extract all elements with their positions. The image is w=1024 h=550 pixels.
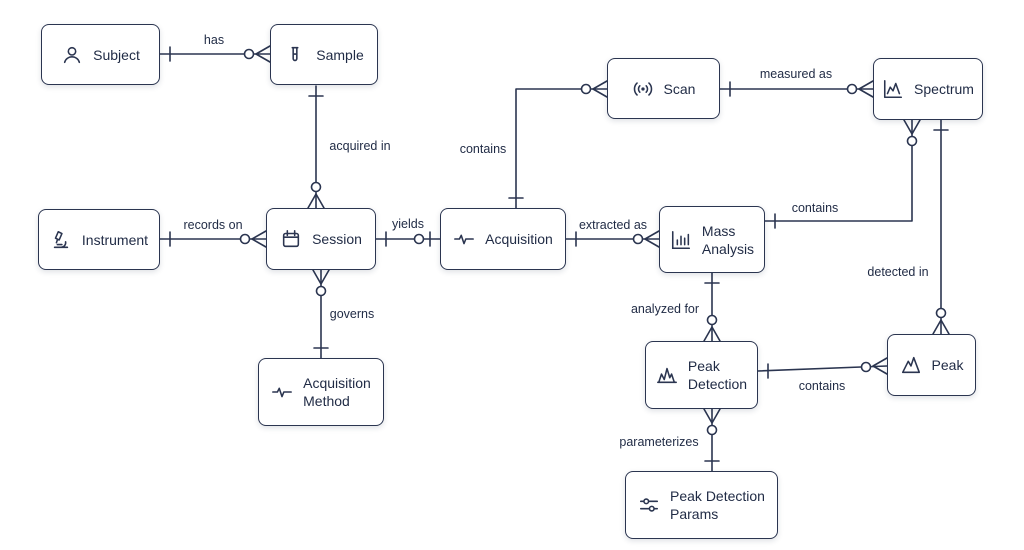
entity-mass-analysis[interactable]: Mass Analysis — [659, 206, 765, 273]
sliders-icon — [639, 498, 659, 512]
entity-acquisition[interactable]: Acquisition — [440, 208, 566, 270]
label-has: has — [203, 33, 225, 47]
entity-peak-detection[interactable]: Peak Detection — [645, 341, 758, 409]
edge-session-method — [312, 269, 330, 359]
spectrum-chart-icon — [884, 79, 903, 99]
label-yields: yields — [392, 217, 424, 231]
entity-peak-detection-params[interactable]: Peak Detection Params — [625, 471, 778, 539]
entity-scan-label: Scan — [663, 80, 696, 97]
edge-scan-spectrum — [719, 80, 874, 98]
entity-subject-label: Subject — [93, 46, 140, 63]
edge-acquisition-mass — [565, 230, 660, 248]
edge-mass-peakdetection — [703, 272, 721, 342]
peaks-icon — [656, 367, 677, 384]
label-contains-acq-scan: contains — [459, 142, 507, 156]
edge-peakdetection-peak — [757, 357, 888, 379]
edge-acquisition-scan — [508, 80, 608, 209]
entity-subject[interactable]: Subject — [41, 24, 160, 85]
label-contains-mass-spectrum: contains — [791, 201, 839, 215]
entity-spectrum[interactable]: Spectrum — [873, 58, 983, 120]
entity-mass-analysis-label: Mass Analysis — [701, 222, 755, 257]
label-analyzed-for: analyzed for — [630, 302, 700, 316]
entity-acquisition-method[interactable]: Acquisition Method — [258, 358, 384, 426]
entity-scan[interactable]: Scan — [607, 58, 720, 119]
entity-acquisition-label: Acquisition — [485, 231, 553, 247]
bar-chart-icon — [671, 230, 690, 249]
edge-sample-session — [307, 85, 325, 209]
label-records-on: records on — [183, 218, 243, 232]
microscope-icon — [53, 230, 69, 248]
edge-spectrum-peak — [932, 119, 950, 335]
entity-peak-label: Peak — [931, 357, 964, 373]
label-acquired-in: acquired in — [329, 139, 391, 153]
peak-icon — [901, 356, 920, 374]
entity-instrument-label: Instrument — [81, 231, 149, 248]
test-tube-icon — [291, 46, 299, 61]
pulse-icon — [272, 387, 293, 398]
entity-session[interactable]: Session — [266, 208, 376, 270]
label-parameterizes: parameterizes — [619, 435, 699, 449]
label-governs: governs — [329, 307, 375, 321]
edge-instrument-session — [159, 230, 267, 248]
edge-mass-spectrum — [764, 119, 921, 229]
entity-sample-label: Sample — [316, 46, 364, 63]
entity-sample[interactable]: Sample — [270, 24, 378, 85]
entity-instrument[interactable]: Instrument — [38, 209, 160, 270]
entity-peak[interactable]: Peak — [887, 334, 976, 396]
signal-icon — [633, 81, 652, 96]
entity-peak-detection-params-label: Peak Detection Params — [670, 488, 765, 522]
entity-peak-detection-label: Peak Detection — [687, 358, 748, 392]
pulse-icon — [454, 234, 475, 245]
edge-session-acquisition — [375, 231, 441, 247]
edge-subject-sample — [159, 45, 271, 63]
calendar-icon — [282, 229, 300, 248]
label-detected-in: detected in — [867, 265, 929, 279]
entity-acquisition-method-label: Acquisition Method — [303, 375, 371, 409]
edge-peakdetection-params — [703, 408, 721, 472]
label-contains-pd-peak: contains — [798, 379, 846, 393]
entity-session-label: Session — [312, 231, 362, 247]
person-icon — [64, 46, 81, 63]
label-extracted-as: extracted as — [578, 218, 648, 232]
label-measured-as: measured as — [759, 67, 833, 81]
entity-spectrum-label: Spectrum — [914, 81, 974, 97]
